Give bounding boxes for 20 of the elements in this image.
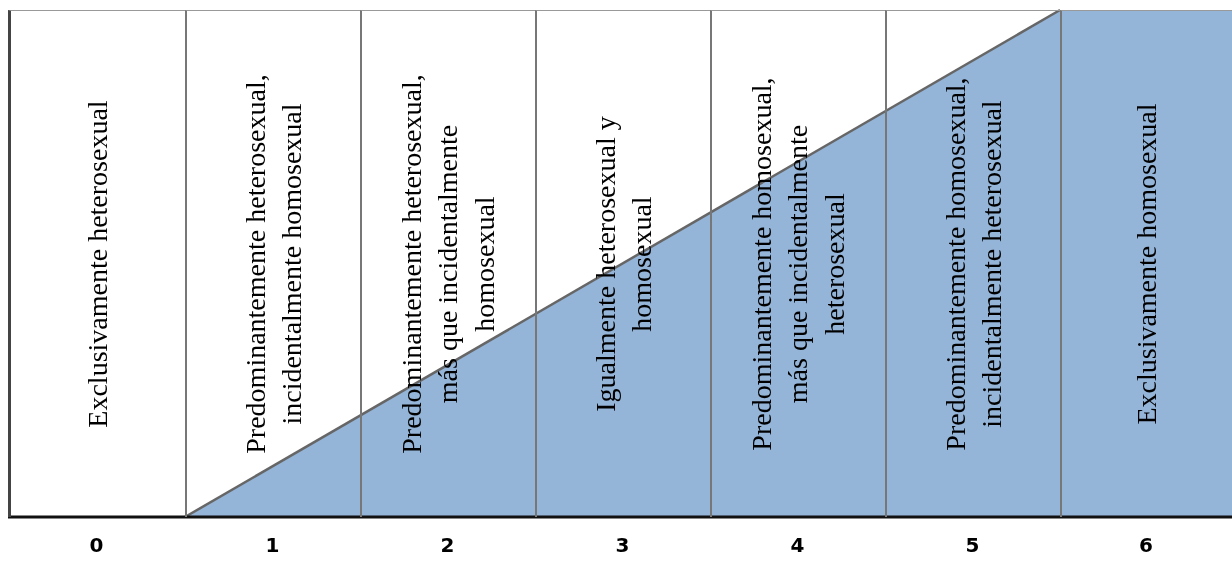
scale-column <box>885 10 1060 517</box>
scale-number: 0 <box>89 533 104 557</box>
scale-column <box>535 10 710 517</box>
scale-number: 3 <box>615 533 630 557</box>
scale-column <box>1060 10 1232 517</box>
column-label: Exclusivamente homosexual <box>1129 102 1163 427</box>
scale-column <box>710 10 885 517</box>
scale-number: 2 <box>440 533 455 557</box>
scale-number: 4 <box>790 533 805 557</box>
column-label: Predominantemente homosexual, más que incidentalmente heterosexual <box>744 76 851 453</box>
column-label: Exclusivamente heterosexual <box>80 99 114 430</box>
scale-column <box>185 10 360 517</box>
scale-column <box>360 10 535 517</box>
scale-column <box>8 10 185 517</box>
scale-number: 5 <box>965 533 980 557</box>
column-label: Predominantemente heterosexual, más que incidentalmente homosexual <box>394 73 501 456</box>
scale-number: 6 <box>1139 533 1153 557</box>
scale-number: 1 <box>265 533 280 557</box>
column-label: Igualmente heterosexual y homosexual <box>588 115 658 414</box>
column-label: Predominantemente heterosexual, incidentalmente homosexual <box>238 73 308 456</box>
